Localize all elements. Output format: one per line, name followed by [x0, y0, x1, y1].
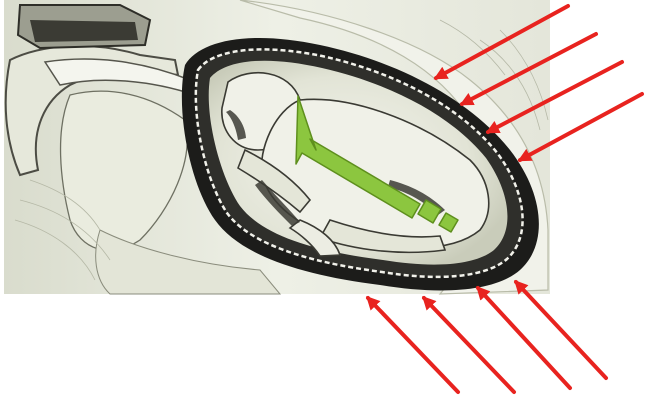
pressure-arrow-lower-4	[516, 282, 606, 378]
lower-pressure-arrows	[368, 282, 606, 392]
pressure-arrow-lower-3	[478, 288, 570, 388]
spine-block-dark	[30, 20, 138, 42]
pressure-arrow-lower-1	[368, 298, 458, 392]
